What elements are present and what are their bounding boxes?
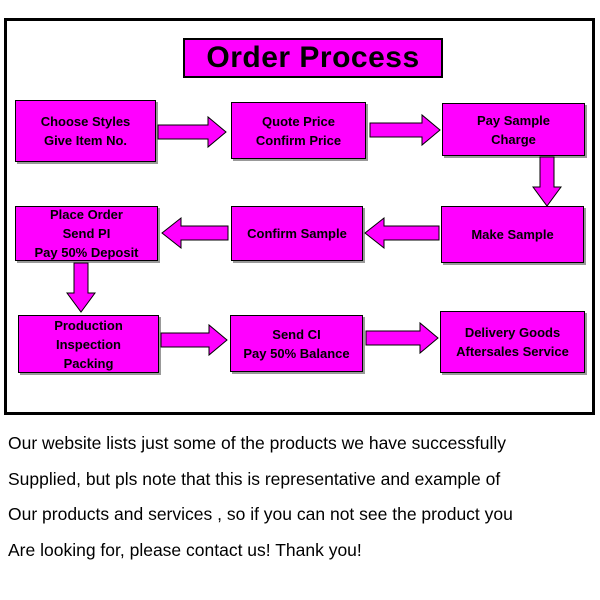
step-line: Send CI xyxy=(272,326,321,342)
step-line: Pay 50% Balance xyxy=(243,345,350,361)
step-line: Confirm Sample xyxy=(247,226,347,241)
step-line: Charge xyxy=(491,131,536,147)
step-confirm-sample: Confirm Sample xyxy=(231,206,363,261)
arrow-left-icon xyxy=(161,216,229,250)
arrow-right-icon xyxy=(157,115,227,149)
step-line: Place Order xyxy=(49,207,123,222)
arrow-right-icon xyxy=(369,113,441,147)
step-choose-styles: Choose Styles Give Item No. xyxy=(15,100,156,162)
step-line: Pay 50% Deposit xyxy=(34,245,139,260)
diagram-title: Order Process xyxy=(183,38,443,78)
step-line: Make Sample xyxy=(471,227,554,242)
footer-line: Are looking for, please contact us! Than… xyxy=(8,539,362,560)
step-line: Quote Price xyxy=(262,113,335,129)
step-line: Give Item No. xyxy=(43,133,128,148)
step-pay-sample: Pay Sample Charge xyxy=(442,103,585,156)
step-line: Packing xyxy=(63,355,114,371)
step-line: Choose Styles xyxy=(40,114,131,129)
arrow-right-icon xyxy=(365,321,439,355)
step-line: Delivery Goods xyxy=(464,325,561,340)
footer-line: Supplied, but pls note that this is repr… xyxy=(8,468,501,489)
step-send-ci: Send CI Pay 50% Balance xyxy=(230,315,363,372)
step-place-order: Place Order Send PI Pay 50% Deposit xyxy=(15,206,158,261)
footer-note: Our website lists just some of the produ… xyxy=(8,426,596,568)
footer-line: Our website lists just some of the produ… xyxy=(8,433,506,453)
arrow-left-icon xyxy=(364,216,440,250)
step-delivery-goods: Delivery Goods Aftersales Service xyxy=(440,311,585,373)
arrow-down-icon xyxy=(66,262,96,313)
order-process-frame: Order Process Choose Styles Give Item No… xyxy=(4,18,595,415)
step-line: Confirm Price xyxy=(255,132,342,148)
step-quote-price: Quote Price Confirm Price xyxy=(231,102,366,159)
step-line: Production xyxy=(54,317,123,333)
arrow-right-icon xyxy=(160,323,228,357)
step-production: Production Inspection Packing xyxy=(18,315,159,373)
step-line: Send PI xyxy=(62,226,111,241)
step-line: Inspection xyxy=(55,336,121,352)
footer-line: Our products and services , so if you ca… xyxy=(8,504,513,524)
step-line: Pay Sample xyxy=(477,112,550,128)
arrow-down-icon xyxy=(532,156,562,207)
step-line: Aftersales Service xyxy=(456,344,569,359)
step-make-sample: Make Sample xyxy=(441,206,584,263)
